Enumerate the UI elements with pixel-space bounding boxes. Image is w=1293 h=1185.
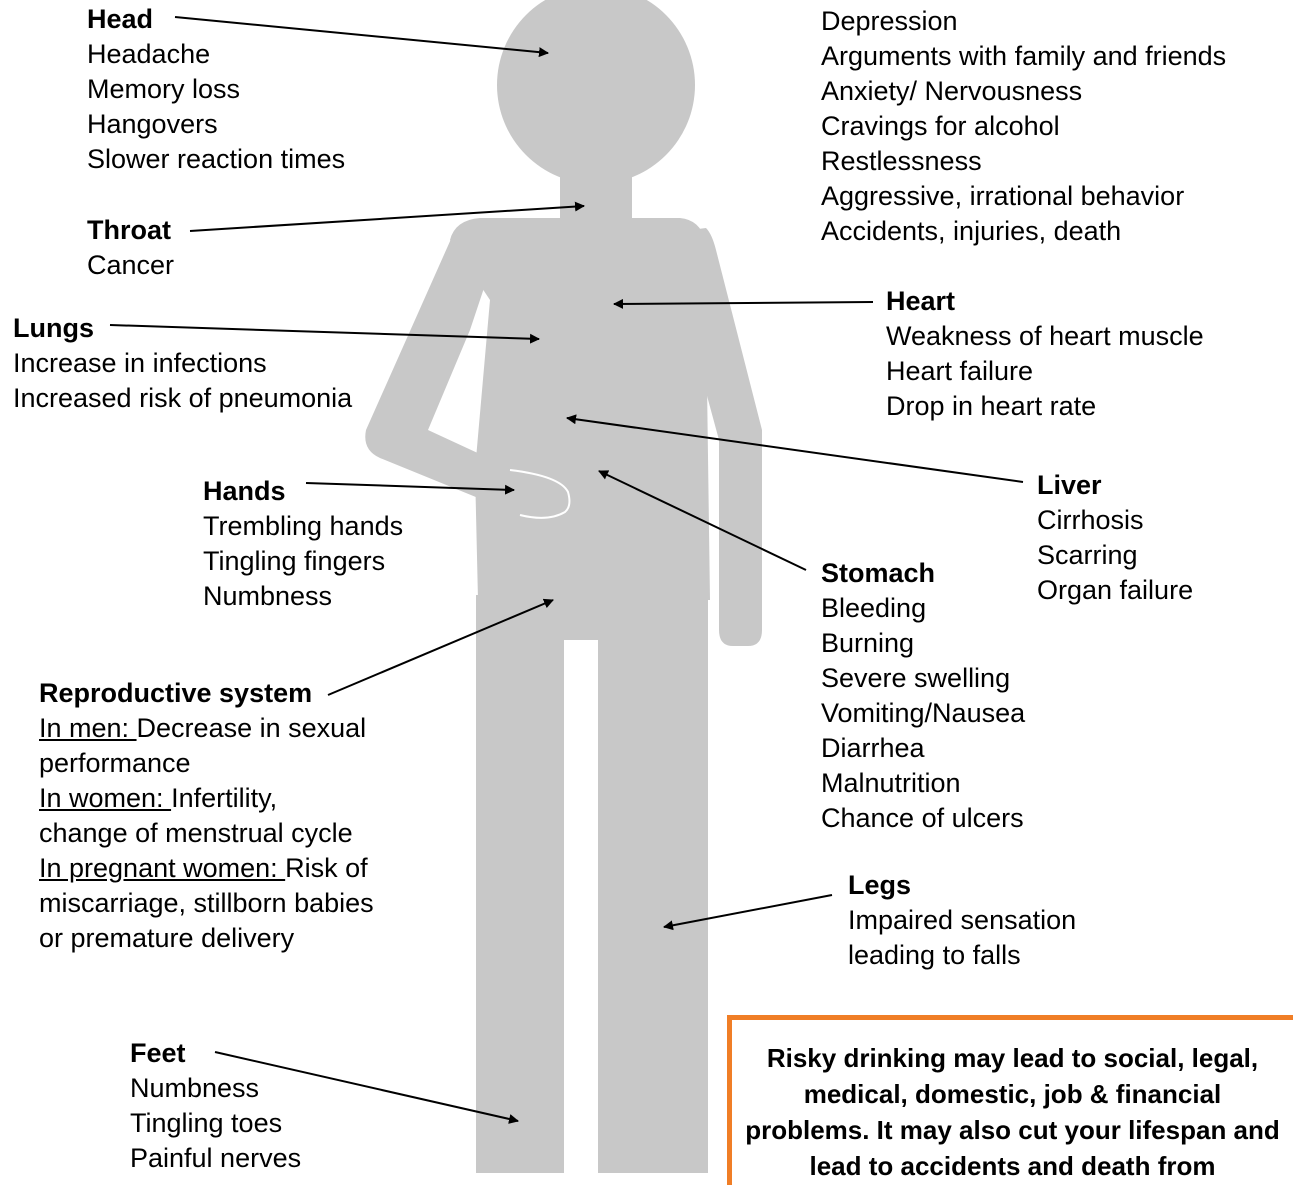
pregnant-text-cont: or premature delivery (39, 923, 295, 953)
arrow-reproductive (327, 598, 554, 696)
stomach-item: Severe swelling (821, 663, 1011, 693)
silhouette-left-leg (476, 595, 564, 1173)
heart-item: Heart failure (886, 356, 1034, 386)
hands-heading: Hands (203, 476, 286, 506)
silhouette-right-arm (690, 228, 762, 646)
head-heading: Head (87, 4, 154, 34)
silhouette-left-arm (365, 230, 570, 518)
hands-item: Tingling fingers (203, 546, 386, 576)
heart-item: Weakness of heart muscle (886, 321, 1204, 351)
stomach-item: Bleeding (821, 593, 927, 623)
risk-callout-box: Risky drinking may lead to social, legal… (727, 1015, 1293, 1185)
mental-item: Accidents, injuries, death (821, 216, 1122, 246)
stomach-item: Burning (821, 628, 915, 658)
silhouette-torso (450, 218, 710, 600)
feet-heading: Feet (130, 1038, 186, 1068)
reproductive-pregnant: In pregnant women: Risk of (39, 851, 374, 886)
liver-item: Organ failure (1037, 575, 1194, 605)
women-text: Infertility, (171, 783, 278, 813)
arrow-lungs (109, 324, 540, 344)
mental-item: Aggressive, irrational behavior (821, 181, 1185, 211)
feet-item: Numbness (130, 1073, 260, 1103)
head-item: Slower reaction times (87, 144, 346, 174)
legs-heading: Legs (848, 870, 912, 900)
men-text: Decrease in sexual (136, 713, 367, 743)
mental-item: Arguments with family and friends (821, 41, 1227, 71)
head-item: Hangovers (87, 109, 218, 139)
pregnant-text-cont: miscarriage, stillborn babies (39, 888, 374, 918)
mental-item: Depression (821, 6, 958, 36)
silhouette-right-leg (598, 595, 708, 1173)
legs-effects: Legs Impaired sensation leading to falls (848, 868, 1076, 973)
men-text-cont: performance (39, 748, 191, 778)
pointer-arrows (109, 16, 1024, 1124)
reproductive-men: In men: Decrease in sexual (39, 711, 374, 746)
women-label: In women: (39, 783, 172, 813)
hand-outline (509, 469, 571, 519)
men-label: In men: (39, 713, 137, 743)
mental-item: Cravings for alcohol (821, 111, 1060, 141)
lungs-heading: Lungs (13, 313, 94, 343)
liver-item: Cirrhosis (1037, 505, 1144, 535)
head-item: Memory loss (87, 74, 241, 104)
women-text-cont: change of menstrual cycle (39, 818, 353, 848)
hands-item: Trembling hands (203, 511, 404, 541)
stomach-item: Malnutrition (821, 768, 961, 798)
silhouette-head (497, 0, 695, 184)
heart-heading: Heart (886, 286, 956, 316)
arrow-legs (663, 894, 833, 931)
arrow-hands (305, 482, 515, 495)
lungs-item: Increased risk of pneumonia (13, 383, 353, 413)
arrow-feet (214, 1051, 519, 1124)
risk-callout-text: Risky drinking may lead to social, legal… (745, 1043, 1280, 1181)
stomach-item: Vomiting/Nausea (821, 698, 1026, 728)
arrow-heart (613, 298, 874, 309)
feet-item: Painful nerves (130, 1143, 302, 1173)
arrow-head (174, 16, 549, 58)
silhouette-crotch (476, 595, 708, 640)
feet-effects: Feet Numbness Tingling toes Painful nerv… (130, 1036, 301, 1176)
mental-effects-list: Depression Arguments with family and fri… (821, 4, 1226, 249)
throat-effects: Throat Cancer (87, 213, 174, 283)
reproductive-heading: Reproductive system (39, 678, 313, 708)
legs-item: Impaired sensation (848, 905, 1077, 935)
arrow-stomach (598, 470, 807, 571)
head-item: Headache (87, 39, 211, 69)
lungs-effects: Lungs Increase in infections Increased r… (13, 311, 352, 416)
stomach-effects: Stomach Bleeding Burning Severe swelling… (821, 556, 1025, 836)
arrow-throat (189, 201, 585, 232)
mental-item: Anxiety/ Nervousness (821, 76, 1083, 106)
mental-item: Restlessness (821, 146, 982, 176)
reproductive-women: In women: Infertility, (39, 781, 374, 816)
silhouette-neck (560, 175, 632, 225)
arrow-liver (566, 414, 1024, 483)
liver-item: Scarring (1037, 540, 1138, 570)
pregnant-label: In pregnant women: (39, 853, 286, 883)
stomach-item: Chance of ulcers (821, 803, 1024, 833)
liver-heading: Liver (1037, 470, 1102, 500)
heart-item: Drop in heart rate (886, 391, 1097, 421)
stomach-item: Diarrhea (821, 733, 925, 763)
human-silhouette (365, 0, 762, 1173)
reproductive-effects: Reproductive system In men: Decrease in … (39, 676, 374, 956)
liver-effects: Liver Cirrhosis Scarring Organ failure (1037, 468, 1193, 608)
hands-item: Numbness (203, 581, 333, 611)
throat-item: Cancer (87, 250, 175, 280)
feet-item: Tingling toes (130, 1108, 283, 1138)
legs-item: leading to falls (848, 940, 1021, 970)
heart-effects: Heart Weakness of heart muscle Heart fai… (886, 284, 1204, 424)
hands-effects: Hands Trembling hands Tingling fingers N… (203, 474, 403, 614)
throat-heading: Throat (87, 215, 171, 245)
pregnant-text: Risk of (285, 853, 368, 883)
head-effects: Head Headache Memory loss Hangovers Slow… (87, 2, 345, 177)
stomach-heading: Stomach (821, 558, 936, 588)
lungs-item: Increase in infections (13, 348, 267, 378)
